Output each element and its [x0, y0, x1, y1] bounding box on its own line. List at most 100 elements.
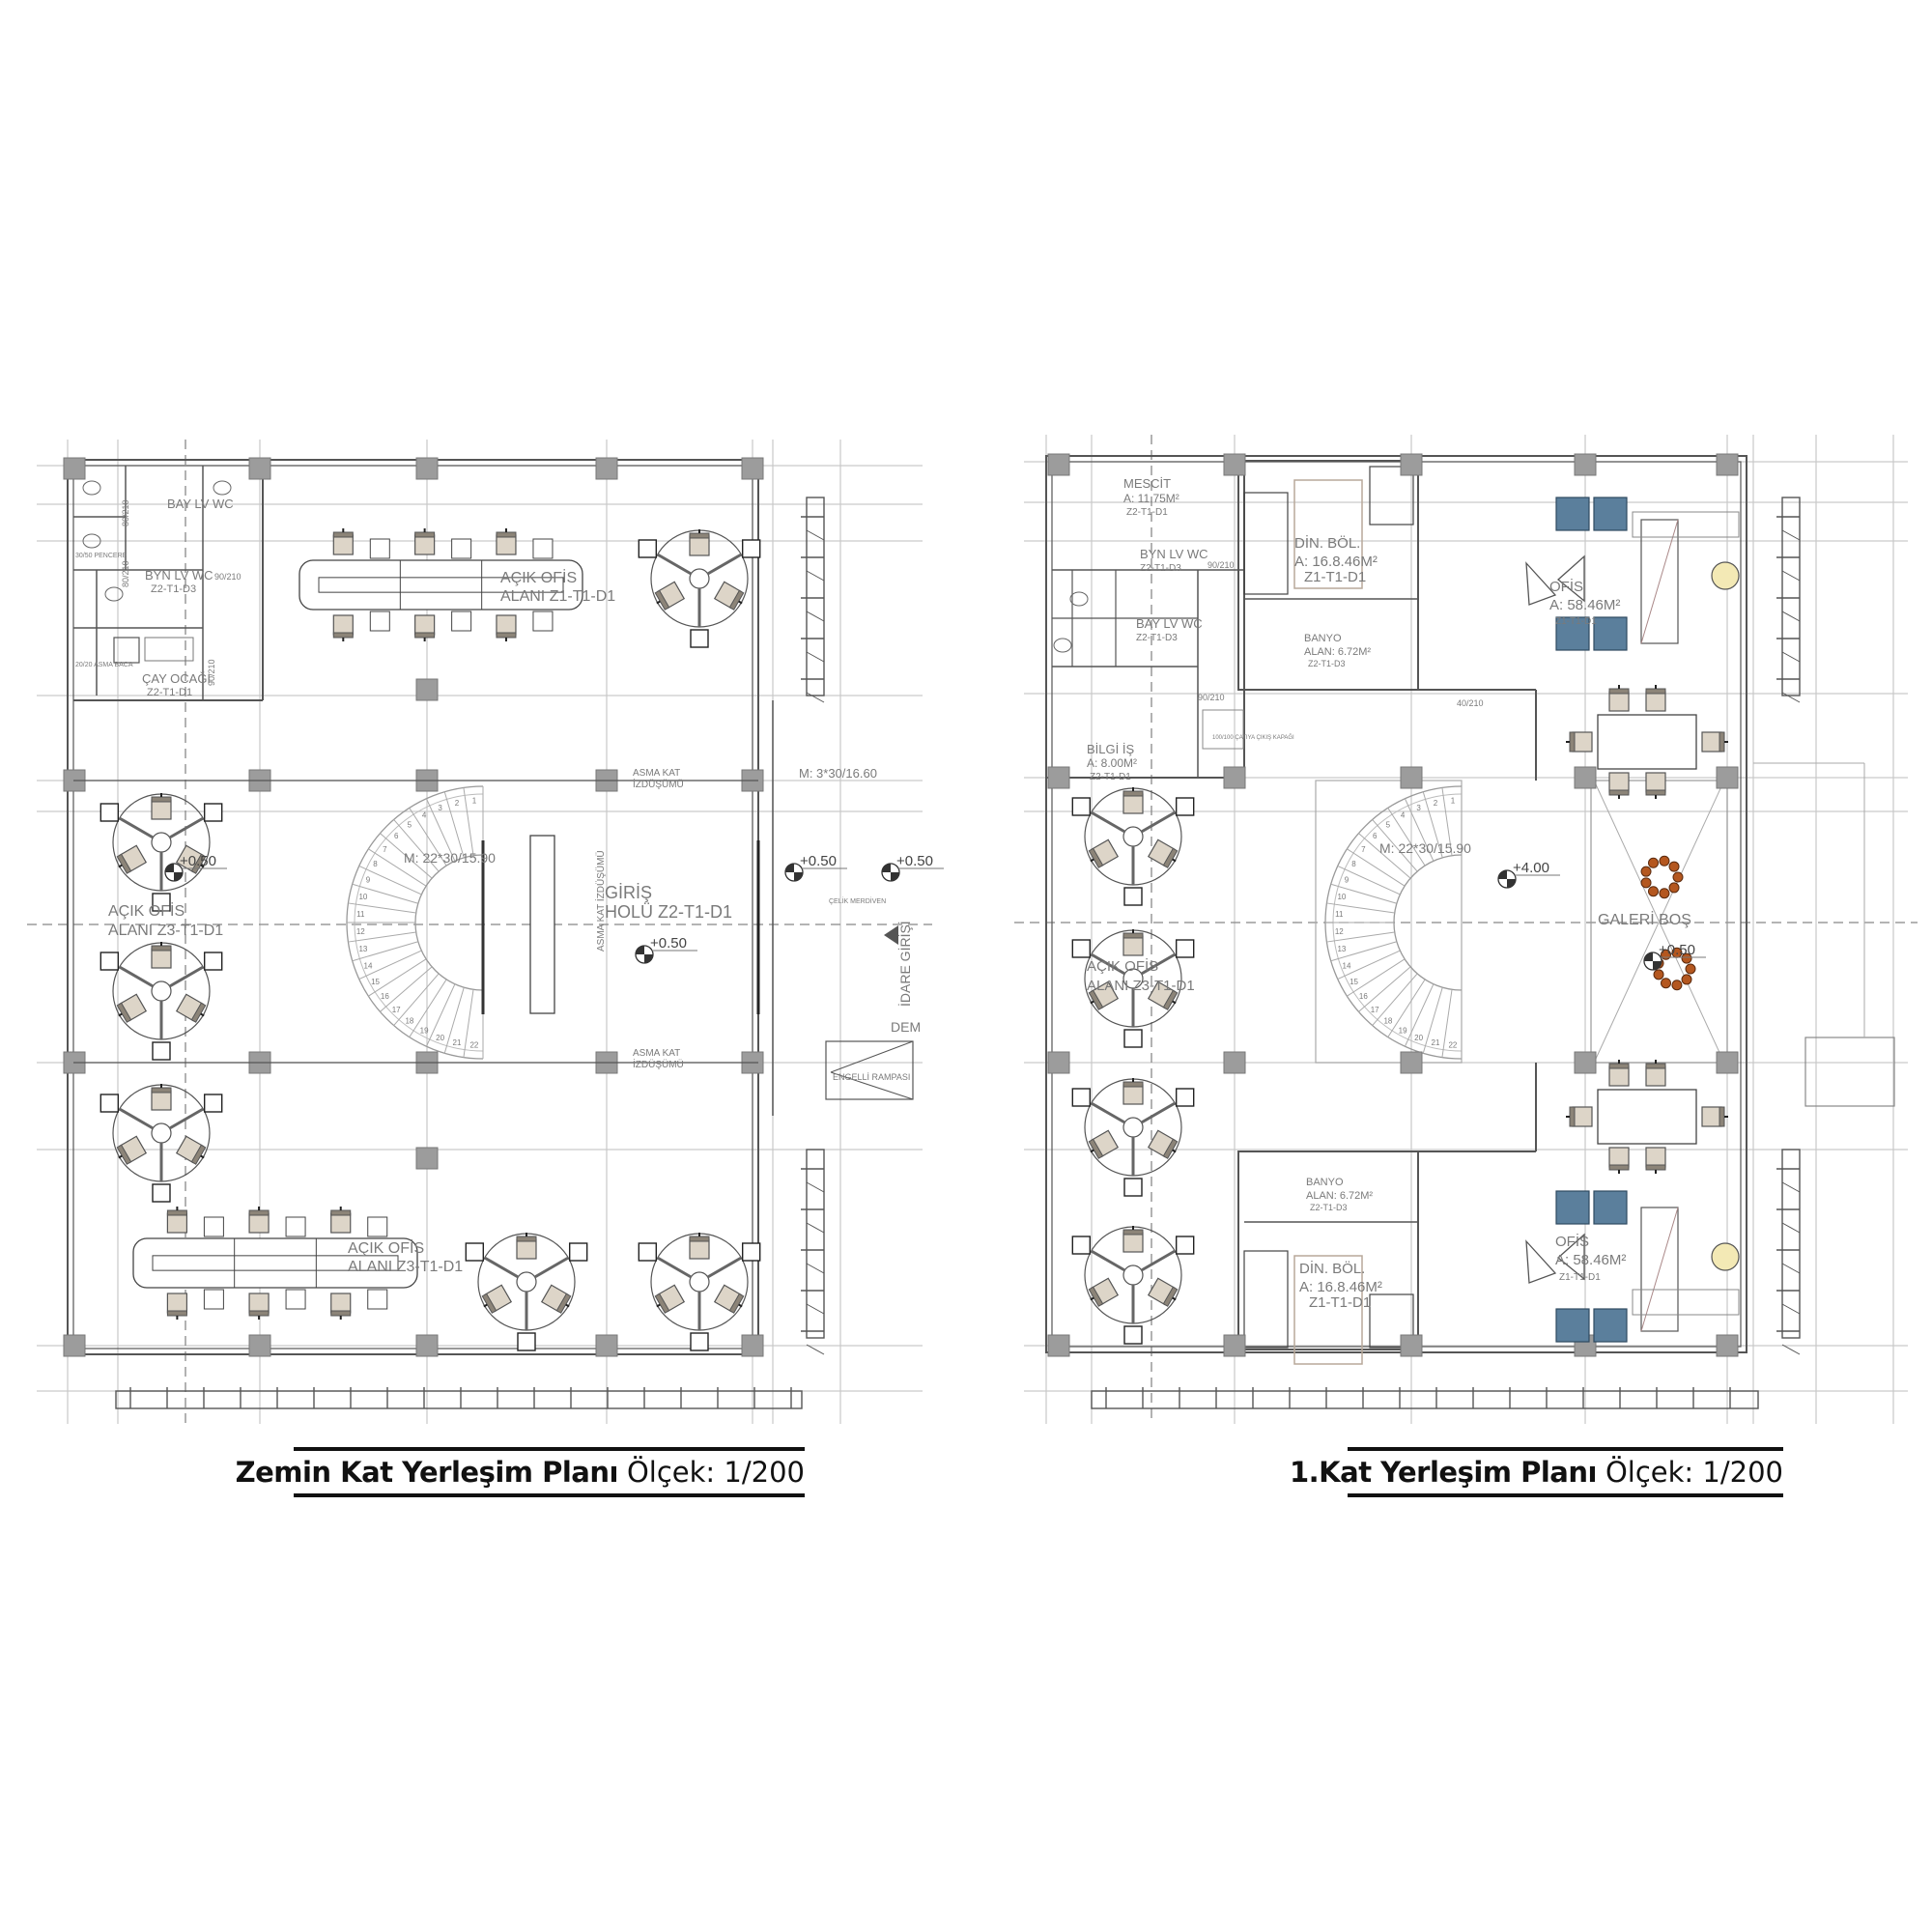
- window-sill: [806, 1344, 825, 1355]
- window-sill: [806, 1303, 825, 1315]
- toilet-icon: [213, 480, 232, 496]
- structural-column: [1574, 766, 1597, 789]
- chair-seat: [1608, 772, 1630, 793]
- armchair: [1593, 1308, 1628, 1343]
- chair-back: [1608, 688, 1630, 695]
- pod-divider: [533, 1256, 570, 1279]
- structural-column: [1223, 1051, 1246, 1074]
- planter-icon: [1685, 963, 1696, 975]
- room-label: A: 16.8.46M²: [1294, 554, 1378, 570]
- chair-seat: [1122, 1084, 1144, 1105]
- workstation-pod: [1071, 1078, 1195, 1197]
- stair-step-number: 16: [1359, 992, 1368, 1001]
- round-chair: [1711, 1242, 1740, 1271]
- pod-divider: [168, 965, 205, 988]
- room-label: GİRİŞ: [605, 883, 652, 902]
- stair-step-number: 13: [358, 945, 367, 953]
- office-chair: [481, 1284, 513, 1314]
- office-chair: [1088, 980, 1120, 1010]
- office-chair: [1608, 772, 1630, 799]
- side-chair: [690, 1332, 709, 1351]
- room-label: ÇELİK MERDİVEN: [829, 896, 886, 905]
- office-chair: [654, 1284, 686, 1314]
- side-chair: [690, 629, 709, 648]
- wall-line: [830, 1071, 914, 1100]
- stair-step-number: 5: [408, 820, 412, 829]
- first-floor-title-name: 1.Kat Yerleşim Planı: [1289, 1456, 1597, 1489]
- round-chair: [1711, 561, 1740, 590]
- room-label: DİN. BÖL.: [1294, 534, 1360, 552]
- structural-column: [595, 457, 618, 480]
- side-chair: [1123, 887, 1143, 906]
- pod-hub: [151, 1122, 172, 1144]
- structural-column: [1400, 1051, 1423, 1074]
- chair-back: [248, 1209, 270, 1216]
- stair-step-number: 17: [392, 1006, 401, 1014]
- side-chair: [1071, 797, 1092, 816]
- stair-step-number: 19: [420, 1026, 429, 1035]
- room-label: ALAN: 6.72M²: [1304, 646, 1371, 658]
- room-label: DEM: [891, 1019, 921, 1035]
- stair-tread: [393, 819, 440, 872]
- window-sill: [806, 529, 825, 541]
- side-chair: [152, 1041, 171, 1061]
- office-chair: [516, 1233, 537, 1260]
- disabled-ramp: [825, 1040, 914, 1100]
- side-chair: [1175, 1236, 1195, 1255]
- stair-step-number: 4: [1401, 811, 1406, 820]
- chair-leg: [118, 864, 123, 868]
- pod-divider: [118, 1107, 155, 1130]
- side-chair: [638, 539, 658, 558]
- stair-tread: [358, 865, 422, 895]
- triangle-side-table: [1525, 561, 1557, 606]
- chair-seat: [1701, 731, 1722, 753]
- pod-divider: [1090, 810, 1126, 834]
- stair-step-number: 7: [1361, 845, 1366, 854]
- stair-step-number: 22: [1448, 1041, 1457, 1050]
- armchair: [1593, 497, 1628, 531]
- structural-column: [595, 1334, 618, 1357]
- chair-back: [654, 1293, 670, 1314]
- room-label: 90/210: [1208, 560, 1235, 570]
- facade-window-strip: [1781, 497, 1801, 696]
- room-label: M: 3*30/16.60: [799, 766, 877, 781]
- chair-seat: [1645, 1065, 1666, 1087]
- room-label: 20/20 ASMA BACA: [75, 662, 133, 668]
- workstation-pod: [1071, 929, 1195, 1048]
- level-marker: +4.00: [1497, 860, 1560, 889]
- stair-step-number: 5: [1386, 820, 1391, 829]
- room-label: A: 58.46M²: [1549, 597, 1620, 613]
- chair-seat: [1572, 731, 1593, 753]
- workstation-pod: [465, 1233, 588, 1351]
- planter-icon: [1648, 886, 1659, 897]
- structural-column: [1223, 1334, 1246, 1357]
- stair-step-number: 20: [1414, 1034, 1423, 1042]
- structural-column: [415, 1147, 439, 1170]
- pod-divider: [656, 1256, 693, 1279]
- stair-tread: [1422, 987, 1443, 1054]
- level-symbol-fill: [1644, 952, 1662, 970]
- chair-back: [1162, 989, 1179, 1010]
- chair-back: [1569, 731, 1576, 753]
- chair-seat: [1645, 1147, 1666, 1168]
- stair-step-number: 9: [1345, 876, 1350, 885]
- stair-step-number: 11: [356, 910, 365, 919]
- room-label: AÇIK OFİS: [1087, 957, 1158, 975]
- stair-step-number: 14: [364, 961, 373, 970]
- chair-leg: [1172, 1149, 1177, 1153]
- stair-tread: [352, 883, 418, 904]
- chair-back: [1608, 789, 1630, 796]
- room-label: 80/210: [121, 560, 130, 587]
- chair-seat: [1645, 691, 1666, 712]
- pod-hub: [689, 1271, 710, 1293]
- chair-seat: [414, 534, 436, 555]
- balcony-slab: [1804, 1037, 1895, 1107]
- chair-back: [728, 589, 745, 611]
- chair-back: [1645, 688, 1666, 695]
- toilet-icon: [1069, 591, 1089, 607]
- structural-column: [415, 457, 439, 480]
- stair-inner-edge: [414, 854, 484, 991]
- planter-icon: [1672, 871, 1684, 883]
